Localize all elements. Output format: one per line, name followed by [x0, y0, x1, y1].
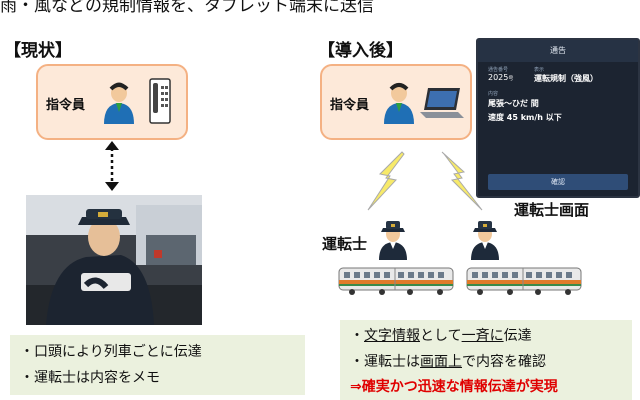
train-icon	[466, 264, 582, 296]
after-heading: 【導入後】	[318, 36, 403, 61]
tablet-number: 2025号	[488, 73, 513, 82]
train-icon	[338, 264, 454, 296]
dispatcher-person-icon	[102, 80, 136, 124]
before-dispatcher-label: 指令員	[46, 94, 85, 113]
telephone-icon	[148, 78, 172, 124]
before-heading: 【現状】	[4, 36, 72, 61]
tablet-key-display: 表示	[534, 66, 544, 73]
driver-label: 運転士	[322, 233, 367, 254]
before-bullet-2: ・運転士は内容をメモ	[20, 367, 160, 387]
tablet-type: 運転規制（強風）	[534, 73, 598, 84]
dispatcher-person-icon	[382, 80, 416, 124]
driver-person-icon	[470, 218, 500, 260]
tablet-speed: 速度 45 km/h 以下	[488, 112, 562, 123]
after-bullet-2: ・運転士は画面上で内容を確認	[350, 351, 546, 371]
wireless-bolt-icon	[366, 150, 406, 212]
page-title: 雨・風などの規制情報を、タブレット端末に送信	[0, 0, 374, 16]
after-conclusion: ⇒確実かつ迅速な情報伝達が実現	[350, 376, 558, 396]
before-bullet-1: ・口頭により列車ごとに伝達	[20, 341, 202, 361]
before-dispatcher-box: 指令員	[36, 64, 188, 140]
tablet-confirm-button[interactable]: 確認	[488, 174, 628, 190]
tablet-header: 通告	[478, 40, 638, 62]
laptop-icon	[420, 86, 464, 120]
after-bullet-1: ・文字情報として一斉に伝達	[350, 325, 532, 345]
after-dispatcher-label: 指令員	[330, 94, 369, 113]
driver-screen-label: 運転士画面	[514, 199, 589, 220]
tablet-key-number: 通告番号	[488, 66, 508, 73]
after-dispatcher-box: 指令員	[320, 64, 472, 140]
tablet-key-content: 内容	[488, 90, 498, 97]
driver-person-icon	[378, 218, 408, 260]
tablet-section: 尾張〜ひだ 間	[488, 98, 539, 109]
tablet-screen: 通告 通告番号 表示 2025号 運転規制（強風） 内容 尾張〜ひだ 間 速度 …	[476, 38, 640, 198]
driver-cab-photo	[26, 195, 202, 325]
before-bullet-box: ・口頭により列車ごとに伝達 ・運転士は内容をメモ	[10, 335, 305, 395]
after-bullet-box: ・文字情報として一斉に伝達 ・運転士は画面上で内容を確認 ⇒確実かつ迅速な情報伝…	[340, 320, 632, 400]
voice-link-arrow	[102, 140, 122, 192]
